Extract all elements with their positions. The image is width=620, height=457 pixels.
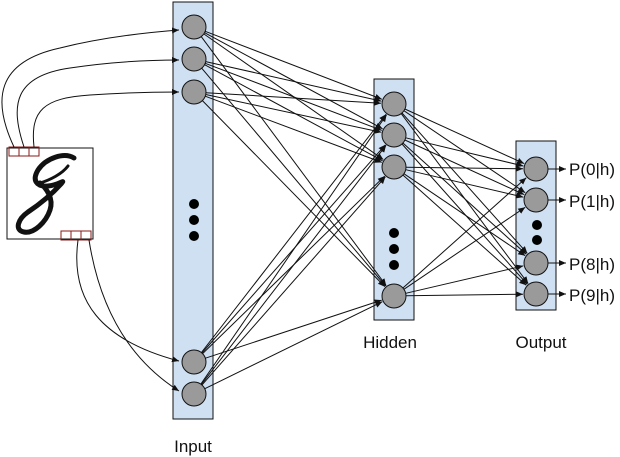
hidden-neuron [381, 283, 407, 309]
connection-edge [205, 62, 382, 131]
output-arrows [548, 166, 566, 297]
pixel-boxes-bottom [60, 230, 92, 241]
connection-edge [200, 144, 387, 385]
connection-edge [405, 264, 524, 294]
input-neuron [181, 349, 207, 375]
input-layer-label: Input [174, 437, 212, 456]
connection-edge [403, 206, 526, 290]
connection-edge [403, 173, 526, 257]
connection-edge [202, 100, 386, 288]
output-layer-label: Output [515, 333, 566, 352]
output-label-8: P(8|h) [569, 255, 615, 274]
connection-edge [402, 142, 527, 255]
connection-edge [404, 108, 525, 165]
connection-edge [405, 165, 524, 172]
connection-edge [204, 301, 383, 390]
connection-edge [205, 95, 382, 163]
connection-edge [204, 32, 383, 130]
connection-edge [201, 176, 386, 386]
hidden-neuron [381, 91, 407, 117]
connection-edge [205, 30, 383, 100]
connection-edge [205, 299, 382, 359]
connection-lines [200, 30, 529, 390]
connection-edge [401, 143, 528, 285]
digit-eight-drawing [15, 153, 77, 235]
connection-edge [200, 36, 387, 286]
output-neuron [523, 281, 549, 307]
connection-edge [205, 92, 382, 106]
input-neuron [181, 381, 207, 407]
connection-edge [205, 94, 382, 134]
connection-edge [404, 139, 525, 196]
hidden-layer-label: Hidden [363, 333, 417, 352]
output-neurons [523, 156, 549, 307]
output-label-0: P(0|h) [569, 160, 615, 179]
output-label-9: P(9|h) [569, 286, 615, 305]
connection-edge [205, 61, 382, 103]
input-neurons [181, 14, 207, 407]
connection-edge [402, 174, 527, 286]
connection-edge [204, 64, 383, 162]
output-neuron [523, 250, 549, 276]
hidden-neurons [381, 91, 407, 309]
connection-edge [201, 113, 387, 353]
input-digit-image [6, 146, 94, 241]
output-ellipsis-dots [532, 220, 542, 245]
output-neuron [523, 187, 549, 213]
input-neuron [181, 79, 207, 105]
input-neuron [181, 14, 207, 40]
hidden-ellipsis-dots [389, 228, 399, 270]
connection-edge [405, 137, 524, 168]
connection-edge [405, 169, 524, 199]
output-label-1: P(1|h) [569, 192, 615, 211]
connection-edge [201, 67, 386, 287]
image-to-input-connections [1, 27, 180, 392]
input-ellipsis-dots [189, 199, 199, 241]
hidden-neuron [381, 122, 407, 148]
output-neuron [523, 156, 549, 182]
input-neuron [181, 46, 207, 72]
connection-edge [402, 177, 527, 289]
connection-edge [405, 291, 524, 298]
connection-edge [200, 114, 388, 385]
hidden-neuron [381, 154, 407, 180]
